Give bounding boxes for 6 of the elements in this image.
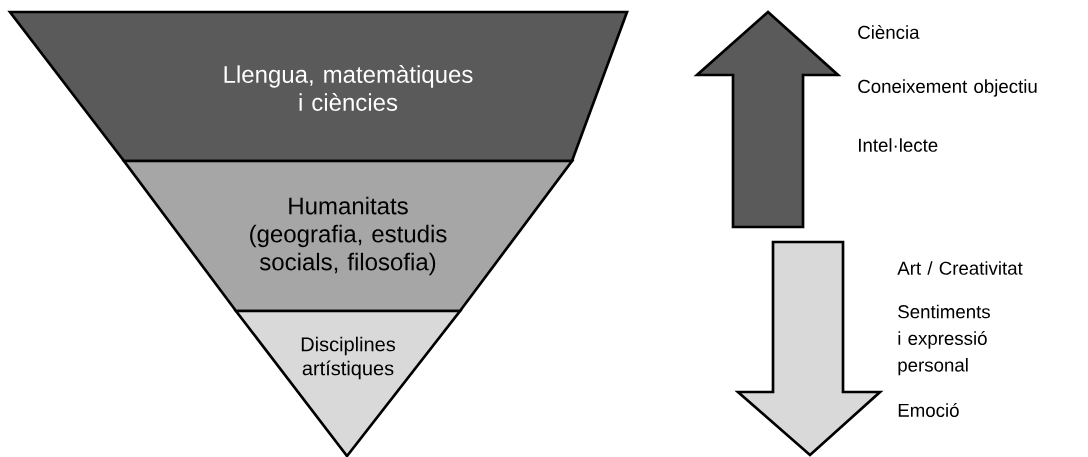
- side-label: Sentiments i expressió personal: [898, 304, 990, 376]
- side-label: Emoció: [898, 403, 959, 417]
- side-label: Art / Creativitat: [897, 261, 1023, 275]
- side-label: Ciència: [858, 25, 920, 39]
- side-label: Coneixement objectiu: [858, 79, 1037, 97]
- side-label: Intel·lecte: [859, 138, 938, 152]
